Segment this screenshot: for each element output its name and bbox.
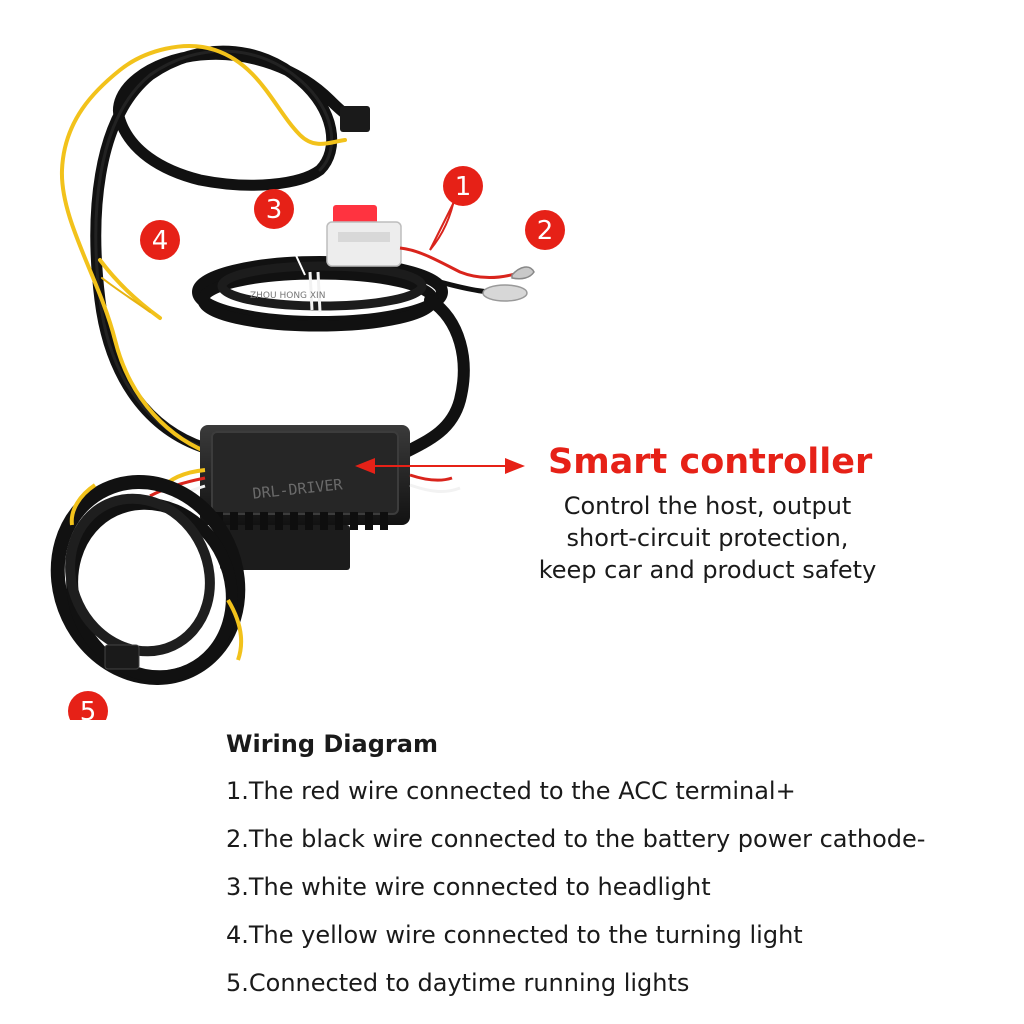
description-line: keep car and product safety — [538, 556, 877, 584]
smart-controller-title: Smart controller — [548, 442, 873, 482]
marker-1: 1 — [443, 166, 483, 206]
fuse-holder — [326, 194, 516, 279]
yellow-wire-4 — [59, 44, 347, 457]
marker-1-label: 1 — [455, 172, 472, 202]
marker-5: 5 — [68, 691, 108, 720]
description-line: Control the host, output — [563, 492, 852, 520]
description-line: short-circuit protection, — [566, 524, 849, 552]
marker-2: 2 — [525, 210, 565, 250]
marker-4-label: 4 — [152, 226, 169, 256]
middle-cable-coil — [192, 256, 470, 461]
wiring-item-5: 5.Connected to daytime running lights — [226, 969, 690, 997]
terminals — [439, 266, 535, 302]
marker-3: 3 — [254, 189, 294, 229]
controller-arrow — [355, 458, 525, 474]
wiring-diagram-section: Wiring Diagram 1.The red wire connected … — [226, 728, 925, 1014]
wiring-diagram-title: Wiring Diagram — [226, 730, 438, 758]
smart-controller-description: Control the host, output short-circuit p… — [520, 490, 895, 586]
bottom-connector — [104, 644, 140, 670]
wire-harness-illustration: DRL-DRIVER — [50, 44, 565, 720]
cable-print-text: ZHOU HONG XIN — [250, 291, 325, 301]
marker-2-label: 2 — [537, 216, 554, 246]
controller-box: DRL-DRIVER — [149, 425, 461, 570]
wiring-item-2: 2.The black wire connected to the batter… — [226, 825, 926, 853]
top-connector — [340, 106, 370, 132]
marker-4: 4 — [140, 220, 180, 260]
marker-5-label: 5 — [80, 697, 97, 720]
wiring-item-1: 1.The red wire connected to the ACC term… — [226, 777, 796, 805]
wiring-item-4: 4.The yellow wire connected to the turni… — [226, 921, 803, 949]
marker-3-label: 3 — [266, 195, 283, 225]
callout-lines — [121, 199, 456, 279]
bottom-cable-coil — [50, 475, 246, 685]
wiring-item-3: 3.The white wire connected to headlight — [226, 873, 711, 901]
